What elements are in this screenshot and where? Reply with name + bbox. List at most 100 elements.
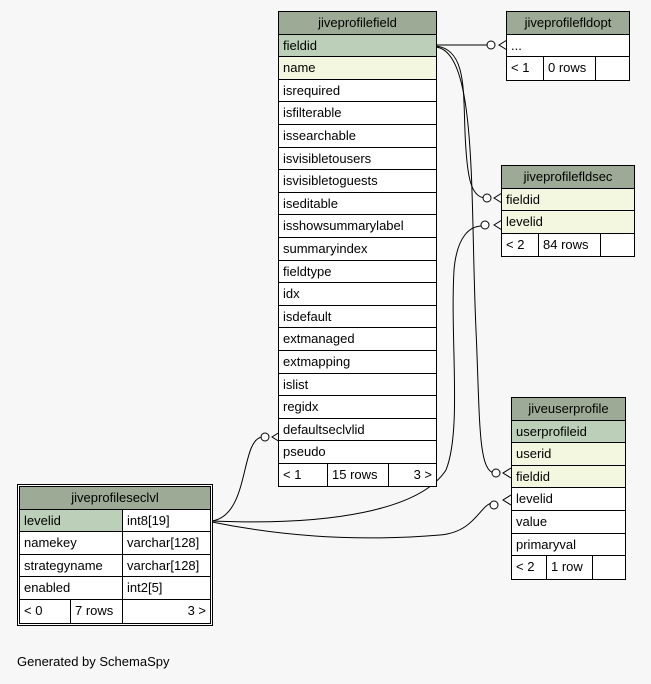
column-row: isfilterable	[279, 102, 436, 125]
column-name: extmapping	[283, 353, 351, 369]
parents-count: < 2	[506, 236, 525, 252]
column-row: fieldid	[279, 34, 436, 58]
column-row: isdefault	[279, 306, 436, 329]
column-row: levelid	[512, 488, 625, 511]
column-row: isvisibletousers	[279, 148, 436, 171]
column-name: isfilterable	[283, 105, 342, 121]
table-jiveprofileseclvl: jiveprofileseclvl levelid int8[19] namek…	[17, 484, 213, 626]
column-name: pseudo	[283, 444, 326, 460]
parents-count: < 0	[24, 602, 43, 618]
row-count: 1 row	[546, 556, 592, 579]
column-row: name	[279, 57, 436, 80]
row-count: 7 rows	[70, 599, 122, 623]
column-name: value	[516, 513, 548, 529]
parents-count: < 2	[516, 559, 535, 575]
children-count	[600, 233, 634, 257]
table-title: jiveuserprofile	[528, 401, 609, 416]
column-name: fieldid	[516, 468, 550, 484]
column-row: iseditable	[279, 193, 436, 216]
column-type: varchar[128]	[122, 532, 210, 554]
column-name: isshowsummarylabel	[283, 218, 404, 234]
column-row: idx	[279, 283, 436, 306]
column-name: isdefault	[283, 308, 332, 324]
column-row: extmapping	[279, 351, 436, 374]
edge-fldopt-optional-marker	[486, 40, 496, 50]
column-row: isshowsummarylabel	[279, 215, 436, 238]
column-row: userid	[512, 443, 625, 466]
row-count: 0 rows	[543, 57, 595, 80]
edge-seclvl-userprofile	[211, 502, 493, 539]
column-name: summaryindex	[283, 240, 368, 256]
column-name: issearchable	[283, 127, 356, 143]
table-jiveprofilefldsec: jiveprofilefldsec fieldid levelid < 2 84…	[501, 165, 635, 258]
generated-by-credit: Generated by SchemaSpy	[17, 654, 170, 669]
column-row: ...	[507, 35, 629, 58]
table-footer: < 1 15 rows 3 >	[279, 463, 436, 487]
column-row: issearchable	[279, 125, 436, 148]
column-type: varchar[128]	[122, 554, 210, 577]
column-name: userid	[516, 446, 552, 462]
table-jiveprofilefield: jiveprofilefield fieldid name isrequired…	[278, 11, 437, 488]
column-name: levelid	[506, 214, 543, 230]
column-name: ...	[511, 37, 522, 53]
column-row: value	[512, 511, 625, 534]
table-header: jiveprofileseclvl	[20, 487, 210, 510]
column-name: isrequired	[283, 82, 341, 98]
edge-fldsec-levelid-crowfoot	[493, 219, 503, 231]
table-title: jiveprofilefield	[318, 15, 397, 30]
edge-fldsec-levelid-marker	[480, 220, 490, 230]
column-name: idx	[283, 286, 300, 302]
column-row: fieldid	[512, 465, 625, 489]
column-name: iseditable	[283, 195, 338, 211]
table-footer: < 2 1 row	[512, 556, 625, 579]
parents-count: < 1	[511, 60, 530, 76]
column-row: primaryval	[512, 534, 625, 557]
column-name: primaryval	[516, 536, 576, 552]
table-title: jiveprofilefldopt	[524, 15, 612, 30]
column-name: levelid	[516, 491, 553, 507]
edge-fieldid-userprofile	[435, 46, 495, 474]
column-row: userprofileid	[512, 420, 625, 444]
column-row: defaultseclvlid	[279, 419, 436, 442]
edge-seclvl-defaultseclvlid	[211, 436, 263, 522]
column-name: fieldid	[283, 37, 317, 53]
column-row: enabled int2[5]	[20, 577, 210, 600]
table-footer: < 2 84 rows	[502, 233, 634, 257]
column-name: regidx	[283, 399, 319, 415]
table-header: jiveuserprofile	[512, 398, 625, 421]
edge-defaultseclvlid-marker	[260, 432, 270, 442]
column-name: namekey	[24, 535, 77, 551]
edge-userprofile-fieldid-crowfoot	[502, 467, 512, 479]
column-row: namekey varchar[128]	[20, 532, 210, 555]
column-row: summaryindex	[279, 238, 436, 261]
column-name: isvisibletoguests	[283, 173, 378, 189]
table-header: jiveprofilefldopt	[507, 12, 629, 35]
table-title: jiveprofileseclvl	[71, 490, 159, 505]
column-name: fieldtype	[283, 263, 332, 279]
edge-defaultseclvlid-crowfoot	[271, 431, 281, 443]
column-row: fieldtype	[279, 261, 436, 284]
column-name: extmanaged	[283, 331, 355, 347]
column-row: isrequired	[279, 80, 436, 103]
column-type: int8[19]	[122, 509, 210, 532]
edge-fldsec-optional-marker	[482, 193, 492, 203]
edge-userprofile-levelid-crowfoot	[502, 494, 512, 506]
column-name: levelid	[20, 509, 122, 532]
children-count: 3 >	[122, 599, 210, 623]
children-count	[595, 57, 629, 80]
children-count	[592, 556, 625, 579]
column-name: fieldid	[506, 191, 540, 207]
column-name: strategyname	[24, 557, 103, 573]
table-jiveuserprofile: jiveuserprofile userprofileid userid fie…	[511, 397, 626, 580]
column-row: pseudo	[279, 441, 436, 464]
column-name: isvisibletousers	[283, 150, 372, 166]
column-row: levelid int8[19]	[20, 509, 210, 533]
table-header: jiveprofilefldsec	[502, 166, 634, 189]
table-footer: < 1 0 rows	[507, 57, 629, 80]
column-row: levelid	[502, 211, 634, 234]
column-name: enabled	[24, 580, 71, 596]
table-footer: < 0 7 rows 3 >	[20, 599, 210, 623]
column-name: islist	[283, 376, 309, 392]
